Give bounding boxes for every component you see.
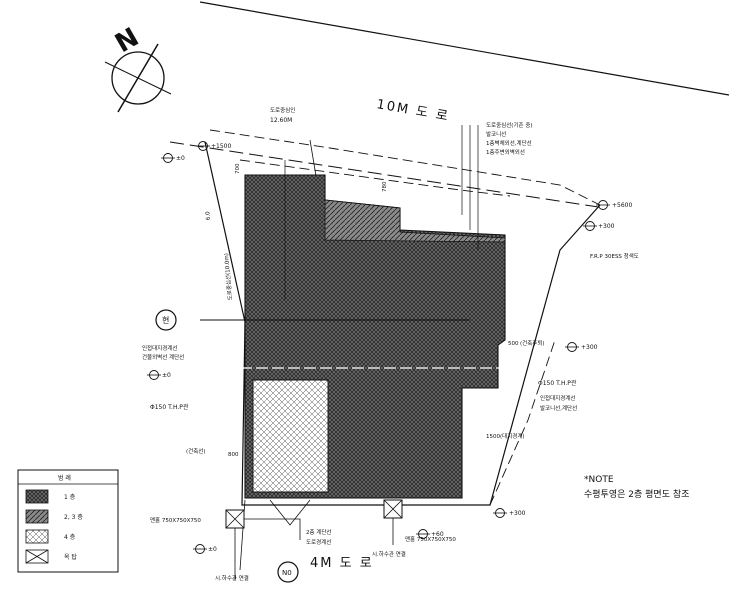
north-arrow-circle — [111, 51, 165, 105]
section-marker-south: N0 — [277, 561, 299, 583]
legend-label-1: 1 층 — [64, 493, 76, 501]
north-arrow-cross — [104, 61, 172, 95]
label-side-dim-2: 6.0 — [205, 211, 212, 221]
label-manhole-left: 맨홀 750X750X750 — [150, 516, 201, 524]
level-marker-top-left-2: +1500 — [196, 141, 231, 151]
label-setback-right: (건축후퇴) — [520, 339, 545, 347]
marker-circle — [155, 309, 177, 331]
level-marker-top-left: ±0 — [161, 153, 185, 163]
level-text: +300 — [509, 510, 526, 517]
road-edge-north — [199, 1, 729, 96]
legend-label-3: 4 층 — [64, 533, 76, 541]
label-dim-1500: 1500 — [486, 434, 500, 440]
level-text: +5600 — [612, 202, 632, 209]
manhole-left — [225, 509, 245, 529]
legend: 범 례 1 층 2, 3 층 4 층 옥 탑 — [17, 469, 119, 573]
label-side-dim: 도로중심선(10.0m) — [222, 253, 234, 301]
label-dim-800: 800 — [228, 452, 239, 458]
manhole-cross — [225, 509, 245, 529]
level-marker-bottom-left: ±0 — [193, 544, 217, 554]
label-dim-780: 780 — [382, 181, 388, 192]
label-dim-500: 500 — [508, 341, 519, 347]
label-pipe-left: Φ150 T.H.P관 — [150, 403, 189, 411]
fourth-floor-area — [252, 379, 329, 493]
level-text: +300 — [581, 344, 598, 351]
legend-swatch-4-cross — [25, 549, 49, 564]
level-text: ±0 — [176, 155, 185, 162]
label-left-1: 인접대지경계선 — [142, 344, 177, 352]
level-marker-right-mid: +300 — [565, 342, 598, 352]
label-setback-right-2: (대지경계) — [500, 432, 525, 440]
label-building-area: 도로중심인 — [270, 106, 295, 114]
label-pipe-right: Φ150 T.H.P관 — [538, 379, 577, 387]
legend-swatch-3 — [25, 529, 49, 544]
label-manhole-right: 맨홀 750X750X750 — [405, 535, 456, 543]
label-top-right-2: 발코니선 — [486, 130, 506, 138]
level-text: +300 — [598, 223, 615, 230]
north-arrow-label: N — [110, 22, 144, 59]
label-building-area-val: 12.60M — [270, 117, 292, 124]
note-text: 수평투영은 2층 평면도 참조 — [584, 489, 689, 500]
level-marker-left-mid: ±0 — [147, 370, 171, 380]
level-text: +60 — [431, 531, 444, 538]
level-text: ±0 — [208, 546, 217, 553]
manhole-cross — [383, 499, 403, 519]
label-bottom-left-arrow: 시.하수관 연결 — [215, 574, 249, 582]
legend-label-2: 2, 3 층 — [64, 513, 83, 521]
setback-line-2 — [239, 159, 511, 197]
level-text: ±0 — [162, 372, 171, 379]
label-top-right-1: 도로중심선(기존 중) — [486, 121, 533, 129]
level-marker-bottom-mid: +60 — [416, 529, 444, 539]
marker-circle — [277, 561, 299, 583]
level-marker-top-right-2: +300 — [583, 221, 615, 231]
label-top-right-3: 1층벽체외선,계단선 — [486, 139, 532, 147]
label-north-dim: 700 — [235, 163, 241, 174]
label-setback-left: (건축선) — [186, 447, 205, 455]
marker-text: 현 — [162, 316, 169, 325]
setback-line — [209, 129, 601, 206]
label-left-2: 건물외벽선 계단선 — [142, 353, 184, 361]
road-label-south: 4M 도 로 — [310, 556, 374, 571]
manhole-right — [383, 499, 403, 519]
label-bottom-2: 도로경계선 — [306, 538, 331, 546]
stair-symbol — [269, 499, 311, 526]
legend-label-4: 옥 탑 — [64, 553, 77, 561]
label-right-2: 발코니선,계단선 — [540, 404, 577, 412]
level-text: +1500 — [211, 143, 231, 150]
marker-text: N0 — [282, 569, 292, 577]
drain-link — [244, 518, 301, 540]
level-marker-top-right: +5600 — [596, 200, 632, 210]
road-label-north: 10M 도 로 — [375, 97, 450, 125]
label-top-right-4: 1층주변외벽외선 — [486, 148, 525, 156]
legend-swatch-1 — [25, 489, 49, 504]
note-title: *NOTE — [584, 475, 614, 485]
section-marker-west: 현 — [155, 309, 177, 331]
upper-floor-band — [324, 199, 506, 243]
road-center-line — [169, 141, 606, 209]
legend-title: 범 례 — [58, 474, 71, 482]
legend-swatch-2 — [25, 509, 49, 524]
label-right-1: 인접대지경계선 — [540, 394, 575, 402]
north-arrow: N — [104, 22, 172, 113]
label-bottom-right-arrow: 시.하수관 연결 — [372, 550, 406, 558]
label-frp: F.R.P 30ESS 청색도 — [590, 252, 639, 260]
lot-boundary-dashed — [489, 339, 556, 506]
label-bottom-1: 2층 계단선 — [306, 528, 332, 536]
level-marker-bottom-right: +300 — [493, 508, 526, 518]
